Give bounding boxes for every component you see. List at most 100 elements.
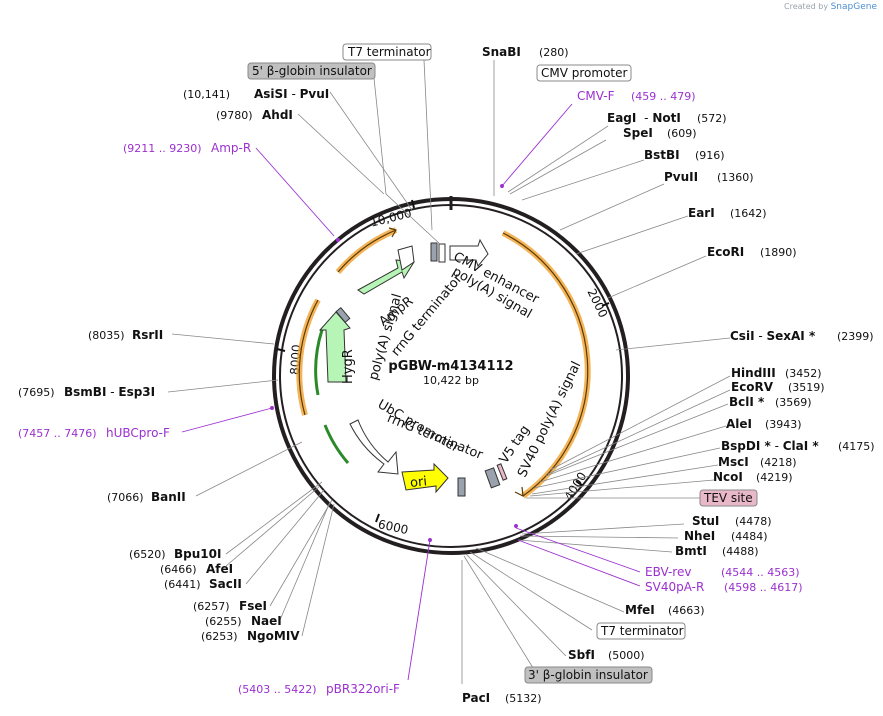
rrng-box-bottom	[457, 477, 466, 497]
svg-text:(5000): (5000)	[608, 649, 645, 662]
box-t7-top: T7 terminator	[347, 45, 431, 59]
svg-text:AfeI: AfeI	[206, 562, 233, 576]
svg-text:AleI: AleI	[726, 417, 752, 431]
svg-text:(4544 .. 4563): (4544 .. 4563)	[721, 566, 800, 579]
svg-text:(4484): (4484)	[731, 530, 768, 543]
svg-text:NgoMIV: NgoMIV	[247, 629, 300, 643]
svg-text:NcoI: NcoI	[713, 470, 743, 484]
box-5-insulator: 5' β-globin insulator	[252, 64, 372, 78]
polya-box-1	[430, 242, 438, 262]
v5-box	[496, 463, 508, 481]
tick-label: 6000	[377, 517, 410, 537]
rrng-box-left	[335, 307, 351, 323]
ubc-arrow	[349, 419, 399, 475]
primer-cmv-f: CMV-F	[577, 89, 615, 103]
orf-arc-left	[296, 227, 398, 416]
svg-text:(572): (572)	[697, 112, 727, 125]
site-name: SnaBI	[482, 45, 521, 59]
snapgene-watermark: Created by SnapGene	[784, 2, 877, 12]
svg-text:(609): (609)	[667, 127, 697, 140]
feature-hygr: HygR	[341, 349, 356, 384]
svg-text:SnaBI: SnaBI	[482, 45, 521, 59]
svg-text:(6466): (6466)	[160, 563, 197, 576]
box-tev: TEV site	[703, 491, 753, 505]
svg-text:(6520): (6520)	[129, 548, 166, 561]
svg-text:FseI: FseI	[239, 599, 267, 613]
svg-text:(3943): (3943)	[765, 418, 802, 431]
primer-sv40pa-r: SV40pA-R	[645, 580, 704, 594]
cmv-enhancer-arrow	[449, 238, 489, 268]
feature-rrng-bottom: rrnG terminator	[385, 411, 486, 463]
svg-text:(6257): (6257)	[193, 600, 230, 613]
orf-arc-right	[501, 230, 591, 499]
polya-box-2	[438, 243, 446, 263]
svg-text:(3519): (3519)	[788, 381, 825, 394]
svg-text:(10,141): (10,141)	[183, 88, 230, 101]
ori-arrow	[401, 462, 449, 494]
svg-text:(4218): (4218)	[760, 456, 797, 469]
svg-text:StuI: StuI	[692, 514, 719, 528]
green-arcs	[314, 329, 350, 464]
svg-text:(3569): (3569)	[775, 396, 812, 409]
svg-text:NheI: NheI	[684, 529, 715, 543]
ampr-arrow	[357, 259, 415, 295]
primer-pbr322ori-f: pBR322ori-F	[326, 682, 400, 696]
svg-text:(6253): (6253)	[201, 630, 238, 643]
primer-lines	[181, 103, 641, 681]
svg-text:EcoRI: EcoRI	[707, 245, 744, 259]
plasmid-name: pGBW-m4134112	[388, 359, 513, 374]
svg-text:EarI: EarI	[688, 206, 715, 220]
svg-text:RsrII: RsrII	[132, 328, 163, 342]
svg-text:BsmBI - Esp3I: BsmBI - Esp3I	[64, 385, 155, 399]
svg-text:(4598 .. 4617): (4598 .. 4617)	[724, 581, 803, 594]
site-labels-right: SnaBI (280) EagI - NotI (572) SpeI (609)…	[462, 45, 875, 705]
svg-text:EagI - NotI: EagI - NotI	[607, 111, 681, 125]
svg-text:AsiSI - PvuI: AsiSI - PvuI	[254, 87, 329, 101]
svg-text:(916): (916)	[695, 149, 725, 162]
svg-text:BspDI * - ClaI *: BspDI * - ClaI *	[721, 439, 819, 453]
svg-text:(1360): (1360)	[717, 171, 754, 184]
svg-text:MscI: MscI	[718, 455, 749, 469]
svg-text:AhdI: AhdI	[262, 108, 293, 122]
feature-shapes	[318, 238, 508, 497]
primer-hubcpro-f: hUBCpro-F	[106, 426, 170, 440]
plasmid-size: 10,422 bp	[423, 374, 479, 387]
svg-text:(4175): (4175)	[838, 440, 875, 453]
primer-ebv-rev: EBV-rev	[645, 565, 691, 579]
svg-text:EcoRV: EcoRV	[731, 380, 774, 394]
svg-text:(8035): (8035)	[88, 329, 125, 342]
svg-text:NaeI: NaeI	[251, 614, 282, 628]
svg-text:(4219): (4219)	[756, 471, 793, 484]
box-t7-bottom: T7 terminator	[600, 624, 684, 638]
svg-text:(9780): (9780)	[216, 109, 253, 122]
svg-text:BclI *: BclI *	[729, 395, 765, 409]
svg-text:Bpu10I: Bpu10I	[174, 547, 221, 561]
box-cmv-promoter: CMV promoter	[541, 66, 628, 80]
feature-boxes: T7 terminator 5' β-globin insulator CMV …	[247, 43, 758, 684]
svg-text:BmtI: BmtI	[675, 544, 707, 558]
svg-text:PacI: PacI	[462, 691, 490, 705]
svg-text:PvuII: PvuII	[664, 170, 698, 184]
site-labels-left: (10,141) AsiSI - PvuI (9780) AhdI (8035)…	[18, 87, 329, 643]
svg-text:(4488): (4488)	[722, 545, 759, 558]
svg-text:(9211 .. 9230): (9211 .. 9230)	[123, 142, 202, 155]
box-3-insulator: 3' β-globin insulator	[528, 668, 648, 682]
svg-text:SpeI: SpeI	[623, 126, 653, 140]
svg-text:(7695): (7695)	[18, 386, 55, 399]
sv40-box	[484, 467, 501, 489]
svg-text:BstBI: BstBI	[644, 148, 680, 162]
svg-text:(2399): (2399)	[837, 330, 874, 343]
svg-text:(6441): (6441)	[164, 578, 201, 591]
svg-text:(7457 .. 7476): (7457 .. 7476)	[18, 427, 97, 440]
svg-text:(7066): (7066)	[107, 491, 144, 504]
svg-text:(4478): (4478)	[735, 515, 772, 528]
site-pos: (280)	[539, 46, 569, 59]
svg-text:(3452): (3452)	[785, 367, 822, 380]
feature-ori: ori	[409, 474, 427, 491]
svg-text:HindIII: HindIII	[731, 366, 776, 380]
svg-text:BanII: BanII	[151, 490, 186, 504]
center-label: pGBW-m4134112 10,422 bp	[388, 359, 513, 387]
arrow-top-left	[397, 245, 415, 271]
svg-text:(4663): (4663)	[668, 604, 705, 617]
